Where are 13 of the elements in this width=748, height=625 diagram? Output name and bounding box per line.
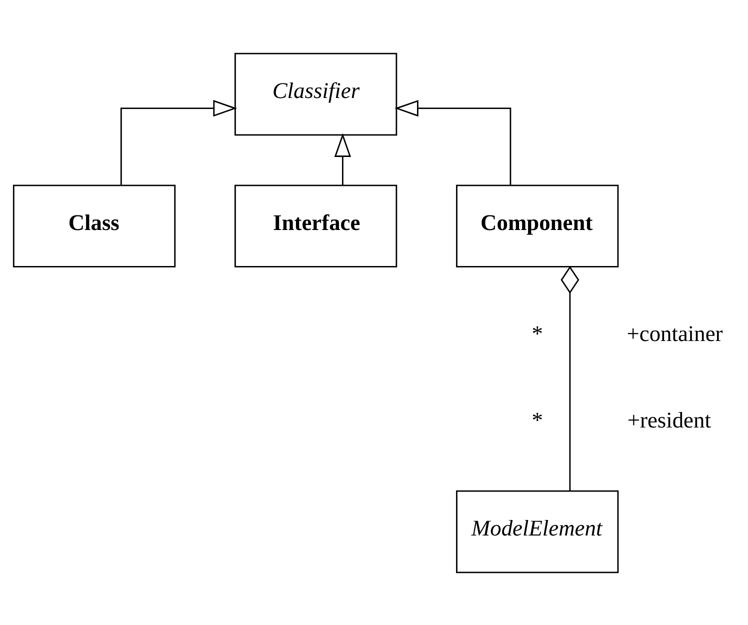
label: * xyxy=(532,320,543,346)
label: +resident xyxy=(627,407,711,432)
arrow xyxy=(120,99,238,184)
node-box: Classifier xyxy=(234,52,398,136)
arrow xyxy=(334,132,352,185)
node-box: Class xyxy=(12,184,176,267)
connector xyxy=(560,266,580,490)
node-box: Component xyxy=(456,184,619,267)
label: +container xyxy=(626,320,723,346)
arrow xyxy=(394,99,512,184)
node-box: ModelElement xyxy=(456,490,619,573)
node-box: Interface xyxy=(234,184,398,267)
label: * xyxy=(532,407,543,432)
